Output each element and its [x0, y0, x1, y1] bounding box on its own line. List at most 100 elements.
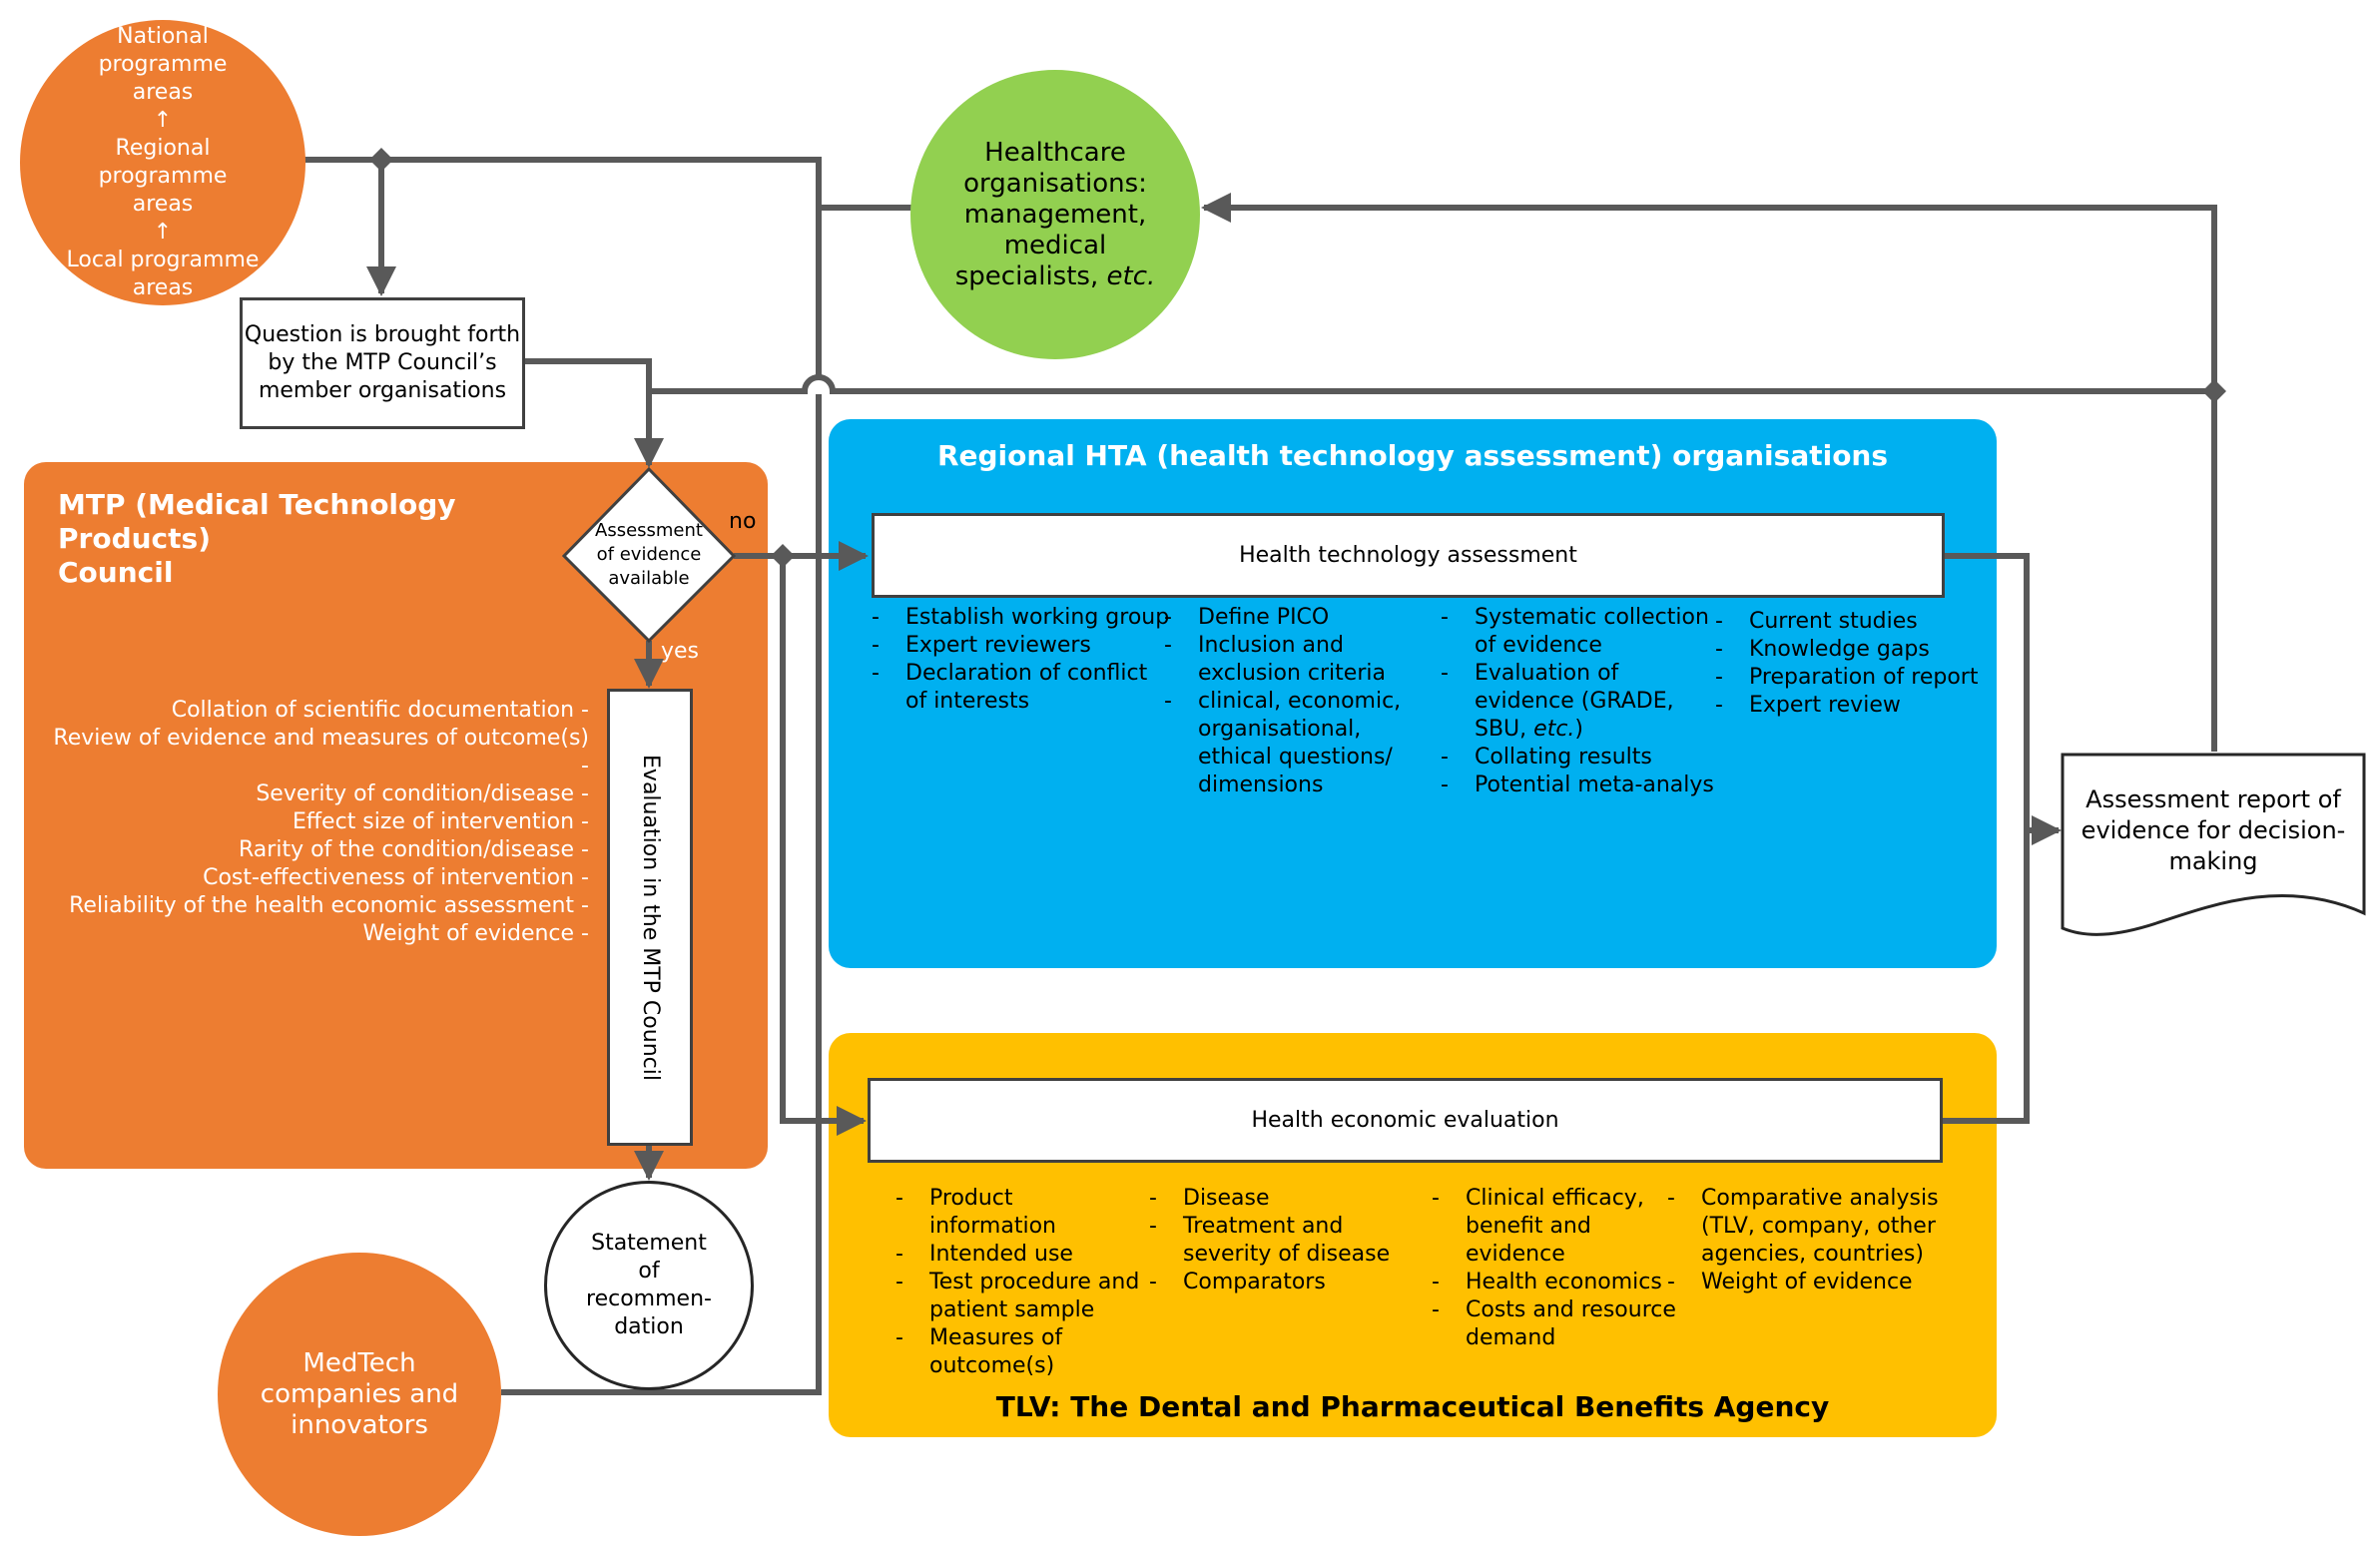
healthcare-etc-text: etc.: [1106, 260, 1156, 291]
mtp-council-title: MTP (Medical Technology Products) Counci…: [58, 488, 617, 590]
tlv-item: Costs and resource demand: [1432, 1296, 1691, 1352]
report-line: evidence for decision-: [2081, 816, 2346, 844]
statement-line: Statement: [591, 1231, 707, 1256]
line-junction-to-right: [381, 157, 822, 379]
hta-column-2: Define PICO Inclusion and exclusion crit…: [1164, 604, 1434, 799]
junction-diamond-top: [369, 148, 393, 172]
yes-label: yes: [661, 639, 700, 664]
healthcare-organisations-circle: Healthcare organisations: management, me…: [910, 70, 1200, 359]
criteria-item: Review of evidence and measures of outco…: [40, 725, 589, 780]
question-line: member organisations: [258, 378, 507, 403]
statement-line: dation: [614, 1314, 684, 1339]
hta-item: Systematic collection of evidence: [1441, 604, 1715, 660]
tlv-title: TLV: The Dental and Pharmaceutical Benef…: [995, 1390, 1830, 1423]
line-horizontal-392: [649, 374, 2214, 394]
medtech-line: innovators: [291, 1409, 428, 1440]
criteria-item: Effect size of intervention: [40, 808, 589, 836]
no-label: no: [729, 509, 757, 534]
hta-item: Evaluation of evidence (GRADE, SBU, etc.…: [1441, 660, 1715, 744]
decision-line: available: [608, 568, 690, 589]
criteria-item: Weight of evidence: [40, 920, 589, 948]
tlv-item: Intended use: [895, 1241, 1145, 1269]
programme-line: areas: [132, 192, 194, 217]
programme-line: areas: [132, 275, 194, 300]
decision-line: Assessment: [595, 520, 703, 541]
criteria-item: Severity of condition/disease: [40, 780, 589, 808]
tlv-item: Health economics: [1432, 1269, 1691, 1296]
hta-evaluation-text: Evaluation of evidence (GRADE, SBU,: [1475, 661, 1674, 742]
hta-item: Declaration of conflict of interests: [872, 660, 1171, 716]
hta-item: Define PICO: [1164, 604, 1434, 632]
tlv-item: Treatment and severity of disease: [1149, 1213, 1394, 1269]
statement-circle: Statement of recommen- dation: [544, 1181, 754, 1390]
hta-box-label: Health technology assessment: [1239, 543, 1577, 568]
mtp-title-line-2: Council: [58, 556, 174, 589]
medtech-line: companies and: [260, 1378, 459, 1409]
hta-item: Establish working group: [872, 604, 1171, 632]
healthcare-line: management,: [963, 199, 1147, 230]
hta-box: Health technology assessment: [872, 513, 1945, 598]
tlv-item: Measures of outcome(s): [895, 1324, 1145, 1380]
hta-paren-text: ): [1574, 717, 1583, 742]
hta-item: clinical, economic, organisational, ethi…: [1164, 688, 1434, 799]
report-line: making: [2168, 847, 2258, 875]
programme-line: programme: [98, 164, 228, 189]
up-arrow-icon: ↑: [153, 220, 173, 245]
report-line: Assessment report of: [2085, 785, 2341, 813]
statement-line: recommen-: [586, 1287, 712, 1311]
hta-column-3: Systematic collection of evidence Evalua…: [1441, 604, 1715, 799]
hta-column-4: Current studies Knowledge gaps Preparati…: [1715, 608, 1985, 720]
healthcare-specialists-text: specialists,: [954, 260, 1099, 291]
programme-line: Regional: [115, 136, 211, 161]
evaluation-box: Evaluation in the MTP Council: [607, 689, 693, 1146]
question-line: Question is brought forth: [244, 322, 521, 347]
hta-item: Preparation of report: [1715, 664, 1985, 692]
mtp-title-line-1: MTP (Medical Technology Products): [58, 488, 456, 555]
report-label: Assessment report of evidence for decisi…: [2067, 784, 2360, 877]
tlv-item: Clinical efficacy, benefit and evidence: [1432, 1185, 1691, 1269]
line-question-to-decision: [525, 358, 664, 468]
tlv-column-2: Disease Treatment and severity of diseas…: [1149, 1185, 1394, 1296]
hta-item: Knowledge gaps: [1715, 636, 1985, 664]
tlv-item: Test procedure and patient sample: [895, 1269, 1145, 1324]
line-split-to-tlv: [780, 556, 867, 1136]
criteria-item: Rarity of the condition/disease: [40, 836, 589, 864]
hta-item: Collating results: [1441, 744, 1715, 772]
hta-etc-text: etc.: [1533, 717, 1575, 742]
tlv-item: Comparators: [1149, 1269, 1394, 1296]
hta-item: Expert review: [1715, 692, 1985, 720]
criteria-list: Collation of scientific documentation Re…: [40, 697, 589, 948]
tlv-column-1: Product information Intended use Test pr…: [895, 1185, 1145, 1380]
hta-title: Regional HTA (health technology assessme…: [936, 439, 1889, 472]
tlv-column-4: Comparative analysis (TLV, company, othe…: [1667, 1185, 1957, 1296]
programme-areas-circle: National programme areas ↑ Regional prog…: [20, 20, 305, 305]
evaluation-label: Evaluation in the MTP Council: [637, 754, 663, 1081]
programme-line: National: [117, 24, 209, 49]
hta-item: Expert reviewers: [872, 632, 1171, 660]
healthcare-line: organisations:: [963, 168, 1147, 199]
criteria-item: Reliability of the health economic asses…: [40, 892, 589, 920]
tlv-item: Weight of evidence: [1667, 1269, 1957, 1296]
decision-label: Assessment of evidence available: [574, 519, 724, 591]
statement-line: of: [638, 1259, 660, 1284]
tlv-column-3: Clinical efficacy, benefit and evidence …: [1432, 1185, 1691, 1352]
healthcare-line: Healthcare: [984, 137, 1126, 168]
hta-column-1: Establish working group Expert reviewers…: [872, 604, 1171, 716]
programme-line: programme: [98, 52, 228, 77]
question-box: Question is brought forth by the MTP Cou…: [240, 297, 525, 429]
healthcare-line: medical: [1003, 230, 1107, 260]
tlv-box-label: Health economic evaluation: [1251, 1108, 1559, 1133]
line-hta-to-report: [1943, 553, 2030, 1124]
decision-line: of evidence: [596, 544, 702, 565]
tlv-item: Disease: [1149, 1185, 1394, 1213]
up-arrow-icon: ↑: [153, 108, 173, 133]
programme-line: areas: [132, 80, 194, 105]
healthcare-line: specialists, etc.: [955, 261, 1156, 292]
criteria-item: Collation of scientific documentation: [40, 697, 589, 725]
line-report-up: [1201, 193, 2217, 752]
hta-item: Current studies: [1715, 608, 1985, 636]
junction-diamond-split: [771, 544, 795, 568]
tlv-box: Health economic evaluation: [868, 1078, 1943, 1163]
programme-line: Local programme: [66, 248, 260, 272]
